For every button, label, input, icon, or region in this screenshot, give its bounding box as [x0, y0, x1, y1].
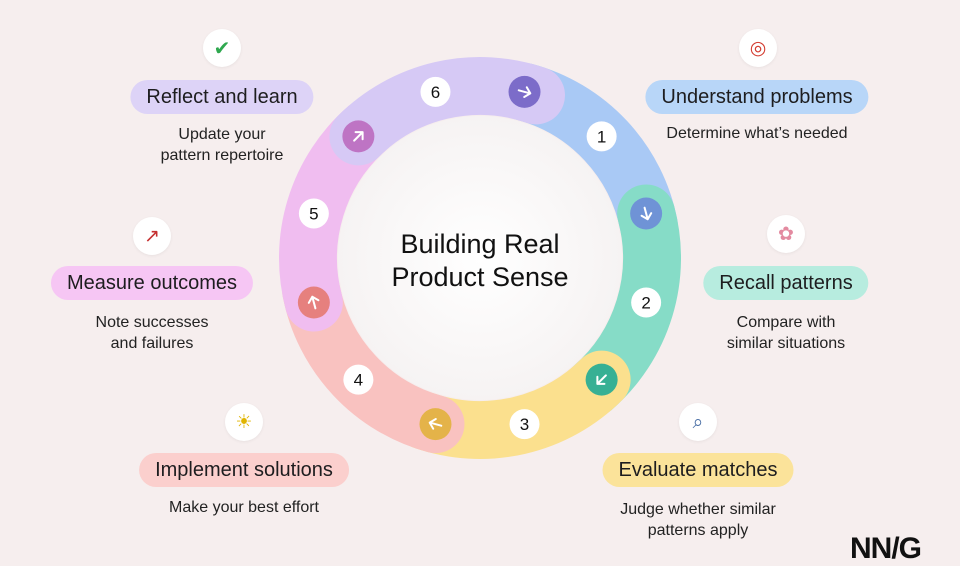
arrow-icon: [342, 120, 375, 153]
magnifying-glass-icon: ⌕: [679, 403, 717, 441]
arrow-icon: [630, 197, 663, 230]
step-6-description: Update your pattern repertoire: [160, 126, 284, 164]
step-3-label: Evaluate matches: [602, 453, 794, 487]
step-number-badge: 6: [420, 76, 451, 107]
chart-increasing-icon: ↗: [133, 217, 171, 255]
step-2-description: Compare with similar situations: [726, 314, 846, 352]
step-1-label: Understand problems: [645, 80, 869, 114]
step-4-label: Implement solutions: [139, 453, 349, 487]
step-number-badge: 2: [631, 287, 662, 318]
check-mark-icon: ✔: [203, 29, 241, 67]
step-1-description: Determine what’s needed: [666, 125, 848, 142]
step-3-description: Judge whether similar patterns apply: [620, 501, 776, 539]
arrow-icon: [508, 75, 541, 108]
step-5-description: Note successes and failures: [95, 314, 209, 352]
step-2-label: Recall patterns: [703, 266, 869, 300]
step-number-badge: 5: [298, 198, 329, 229]
title-line-2: Product Sense: [391, 262, 569, 292]
svg-text:5: 5: [309, 204, 318, 223]
step-number-badge: 1: [586, 121, 617, 152]
step-number-badge: 4: [343, 364, 374, 395]
title-line-1: Building Real: [400, 229, 560, 259]
svg-text:2: 2: [641, 294, 650, 313]
diagram-title: Building Real Product Sense: [391, 228, 568, 294]
step-6-label: Reflect and learn: [130, 80, 314, 114]
nng-logo: NN/G: [850, 532, 922, 565]
center-disc: [338, 116, 622, 400]
light-bulb-icon: ☀: [225, 403, 263, 441]
svg-text:4: 4: [354, 371, 363, 390]
brain-icon: ✿: [767, 215, 805, 253]
svg-text:1: 1: [597, 127, 606, 146]
arrow-icon: [585, 363, 618, 396]
svg-text:6: 6: [431, 83, 440, 102]
target-icon: ◎: [739, 29, 777, 67]
step-5-label: Measure outcomes: [50, 266, 254, 300]
step-4-description: Make your best effort: [169, 499, 319, 516]
svg-text:3: 3: [520, 415, 529, 434]
arrow-icon: [419, 408, 452, 441]
step-number-badge: 3: [509, 409, 540, 440]
arrow-icon: [297, 286, 330, 319]
